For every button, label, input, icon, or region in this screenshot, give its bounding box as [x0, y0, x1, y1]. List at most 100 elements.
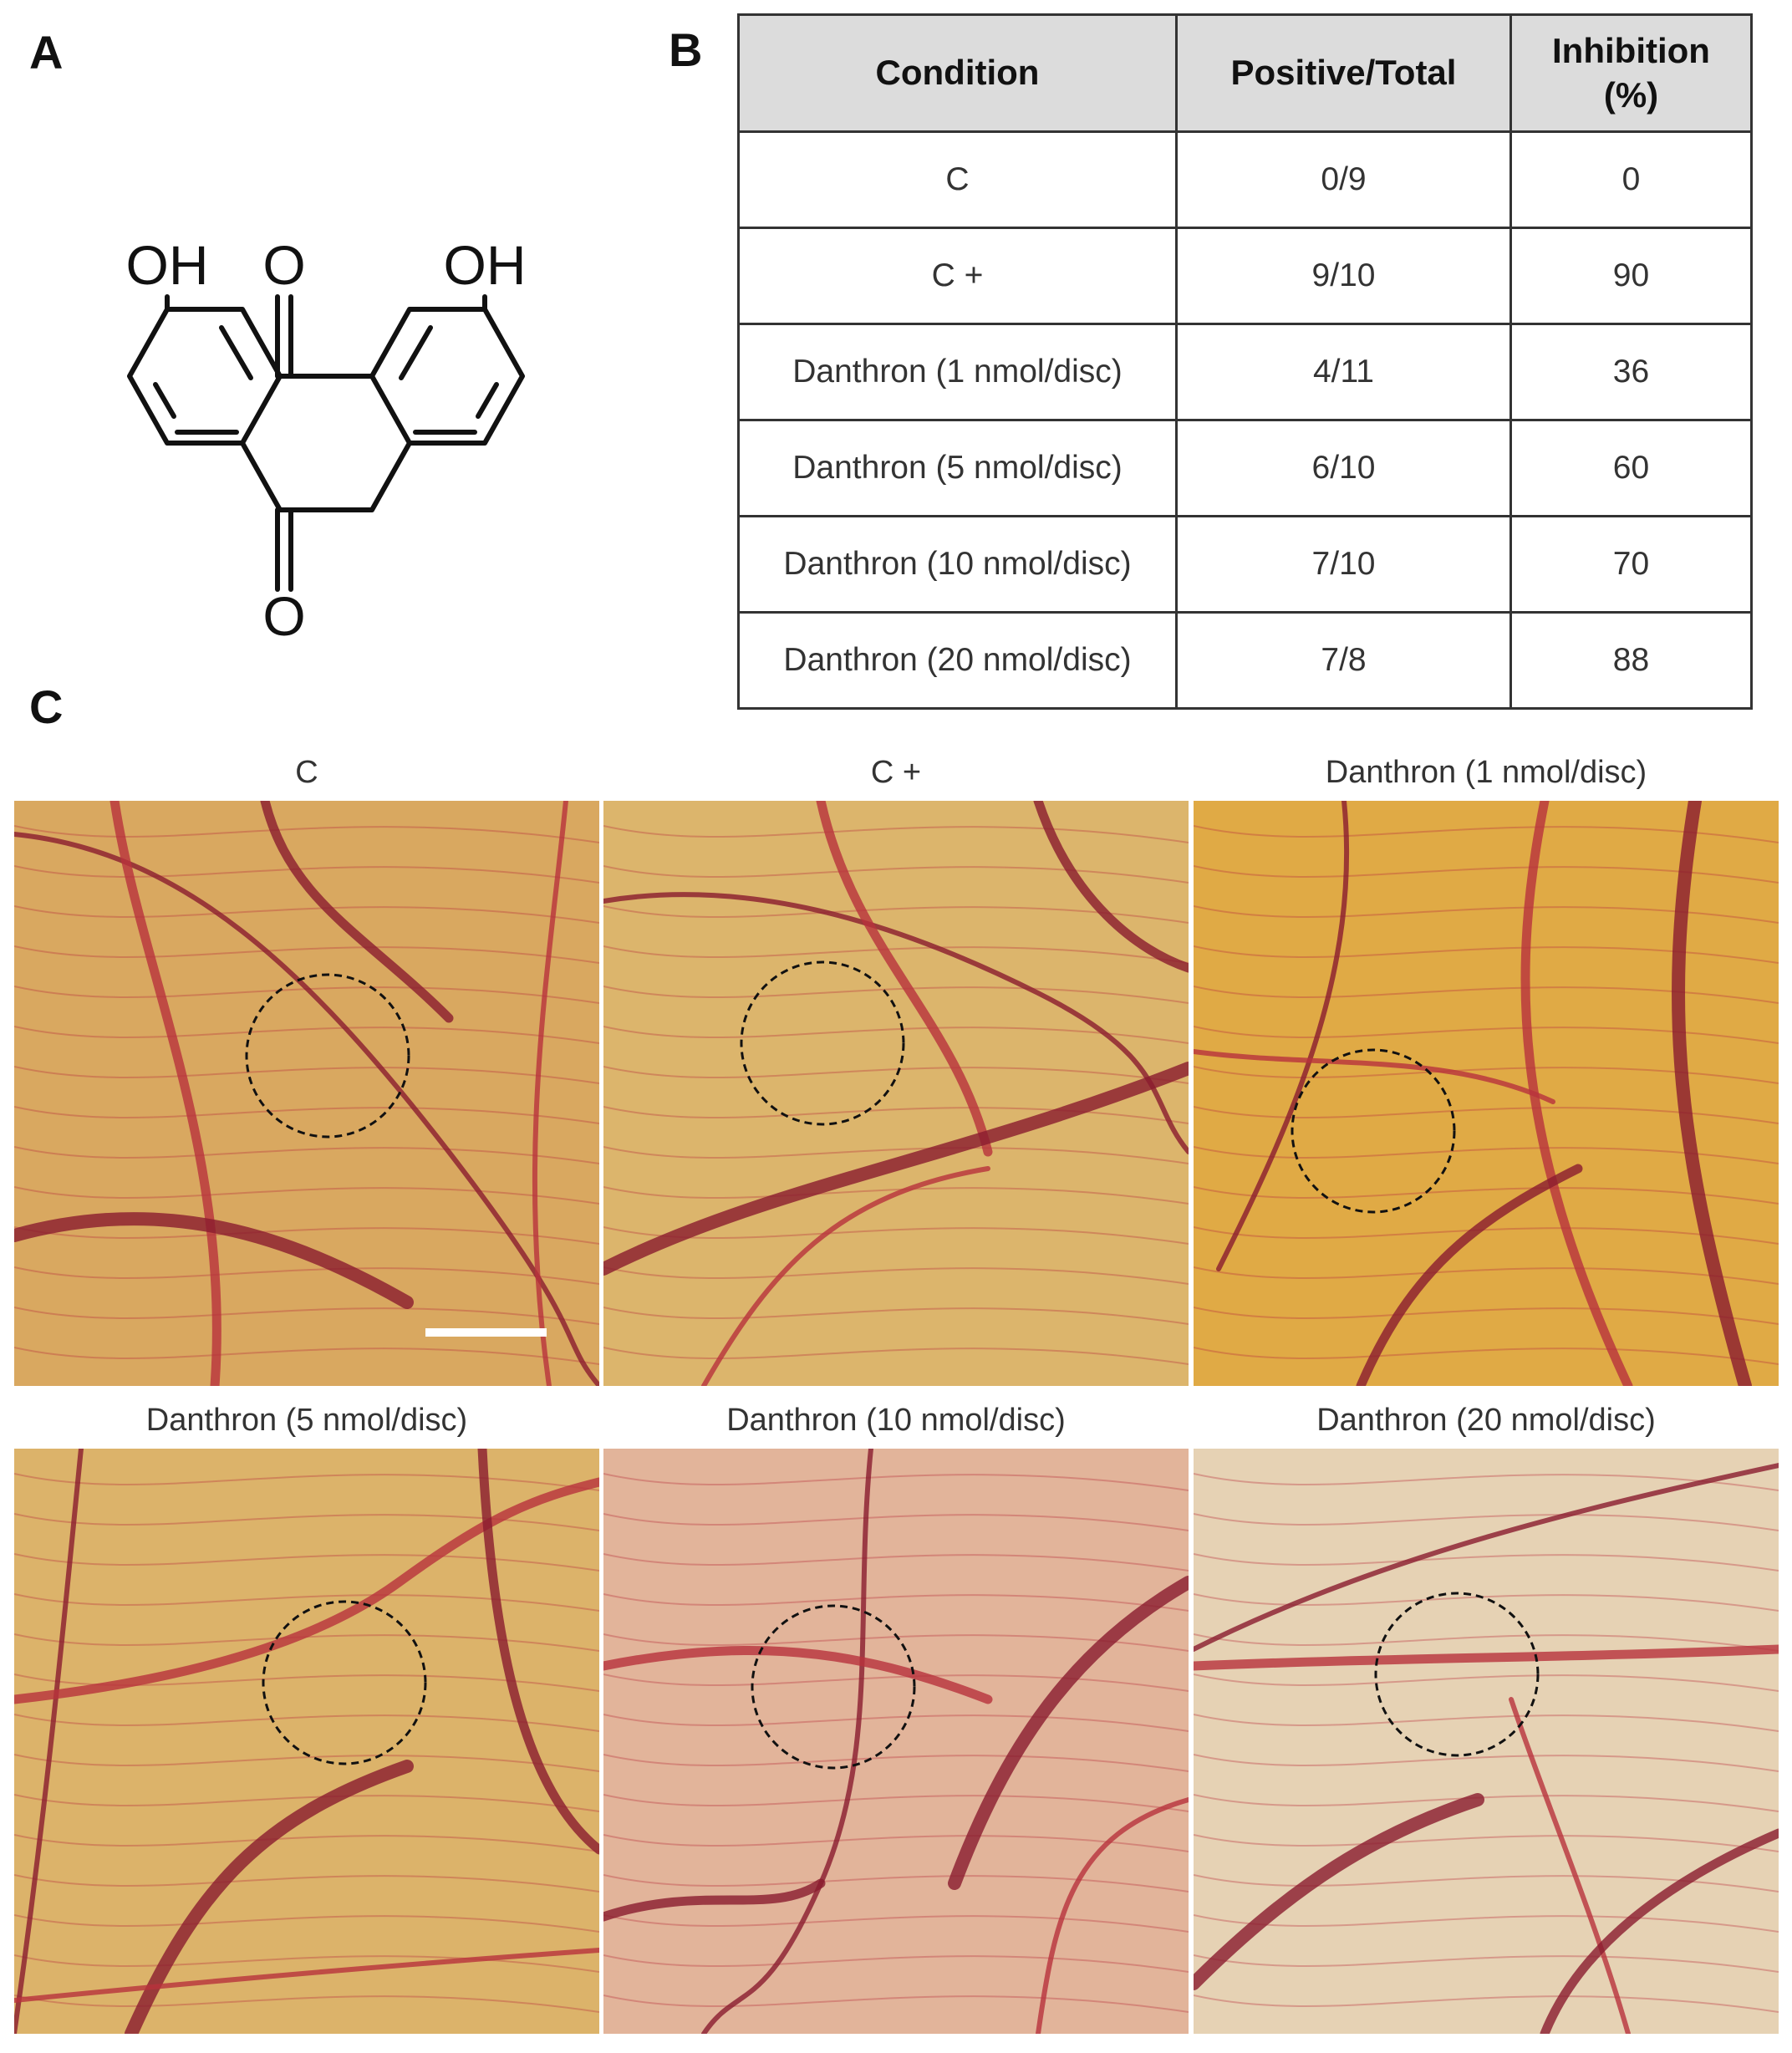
capillary — [14, 905, 599, 924]
capillary — [603, 905, 1189, 924]
capillary — [1194, 905, 1779, 924]
capillary — [603, 1066, 1189, 1084]
photo-title-danthron-1: Danthron (1 nmol/disc) — [1325, 755, 1647, 790]
capillary — [603, 1633, 1189, 1652]
cell-inhibition: 36 — [1509, 323, 1753, 421]
capillary — [603, 825, 1189, 843]
blood-vessel — [14, 1212, 414, 1309]
capillary — [1194, 1673, 1779, 1692]
blood-vessel — [948, 1576, 1189, 1890]
capillary — [1194, 1026, 1779, 1044]
capillary — [14, 1106, 599, 1124]
cell-positive-total: 6/10 — [1175, 419, 1512, 517]
panel-label-c: C — [29, 680, 64, 733]
capillary — [14, 1307, 599, 1325]
capillary — [14, 1874, 599, 1893]
capillary — [1194, 1834, 1779, 1852]
scale-bar — [425, 1328, 547, 1337]
capillary — [603, 1593, 1189, 1612]
photo-title-c: C — [295, 755, 318, 790]
cam-photo-drawing — [1194, 1449, 1779, 2034]
blood-vessel — [603, 892, 1189, 1154]
cell-inhibition: 90 — [1509, 227, 1753, 325]
capillary — [603, 1834, 1189, 1852]
blood-vessel — [1520, 801, 1633, 1386]
capillary — [1194, 1473, 1779, 1491]
cell-condition: Danthron (10 nmol/disc) — [737, 515, 1178, 614]
capillary — [603, 1266, 1189, 1285]
disc-outline — [1374, 1592, 1540, 1757]
capillary — [1194, 1994, 1779, 2013]
blood-vessel — [1509, 1697, 1631, 2034]
cam-photo-danthron-20 — [1194, 1449, 1779, 2034]
photo-title-danthron-10: Danthron (10 nmol/disc) — [726, 1403, 1066, 1438]
capillary — [1194, 1553, 1779, 1572]
table-row: Danthron (20 nmol/disc) 7/8 88 — [737, 611, 1753, 710]
capillary — [1194, 1714, 1779, 1732]
capillary — [1194, 1226, 1779, 1245]
cam-photo-c — [14, 801, 599, 1386]
header-positive-total: Positive/Total — [1175, 13, 1512, 133]
blood-vessel — [701, 1449, 873, 2034]
cell-positive-total: 7/8 — [1175, 611, 1512, 710]
capillary — [1194, 1954, 1779, 1973]
cam-photo-drawing — [14, 1449, 599, 2034]
danthron-structure: OH O OH O — [126, 234, 527, 644]
capillary — [603, 945, 1189, 964]
right-ring-double-bond-1 — [399, 325, 433, 380]
photo-title-danthron-20: Danthron (20 nmol/disc) — [1316, 1403, 1656, 1438]
blood-vessel — [1194, 1463, 1779, 1652]
cam-photo-drawing — [1194, 801, 1779, 1386]
capillary — [14, 1066, 599, 1084]
photo-background — [1194, 801, 1779, 1386]
cell-condition: C — [737, 130, 1178, 229]
blood-vessel — [1033, 801, 1189, 973]
photo-background — [1194, 1449, 1779, 2034]
blood-vessel — [603, 1878, 826, 1922]
capillary — [603, 1026, 1189, 1044]
blood-vessel — [603, 1645, 993, 1704]
capillary — [14, 1714, 599, 1732]
capillary — [603, 1914, 1189, 1933]
cell-inhibition: 60 — [1509, 419, 1753, 517]
blood-vessel — [701, 1166, 990, 1386]
blood-vessel — [14, 1477, 599, 1704]
blood-vessel — [260, 801, 454, 1023]
capillary — [14, 1794, 599, 1812]
capillary — [14, 986, 599, 1004]
left-ring-double-bond-2 — [153, 382, 176, 419]
cell-positive-total: 7/10 — [1175, 515, 1512, 614]
cam-photo-drawing — [603, 1449, 1189, 2034]
blood-vessel — [125, 1760, 414, 2034]
cell-positive-total: 9/10 — [1175, 227, 1512, 325]
capillary — [14, 1914, 599, 1933]
capillary — [14, 1593, 599, 1612]
panel-label-a: A — [29, 26, 64, 79]
capillary — [603, 1553, 1189, 1572]
blood-vessel — [1540, 1828, 1779, 2034]
cam-photo-danthron-1 — [1194, 801, 1779, 1386]
panel-label-b: B — [669, 23, 703, 76]
capillary — [603, 1714, 1189, 1732]
photo-background — [14, 1449, 599, 2034]
disc-outline — [751, 1604, 916, 1770]
blood-vessel — [1194, 1049, 1555, 1104]
capillary — [603, 1307, 1189, 1325]
capillary — [14, 945, 599, 964]
o-top-label: O — [262, 234, 305, 296]
capillary — [14, 1026, 599, 1044]
photo-title-danthron-5: Danthron (5 nmol/disc) — [145, 1403, 468, 1438]
capillary — [14, 1673, 599, 1692]
cell-inhibition: 88 — [1509, 611, 1753, 710]
table-header-row: Condition Positive/Total Inhibition (%) — [737, 13, 1753, 133]
capillary — [603, 1186, 1189, 1205]
capillary — [1194, 1307, 1779, 1325]
table-row: Danthron (5 nmol/disc) 6/10 60 — [737, 419, 1753, 517]
cell-condition: Danthron (1 nmol/disc) — [737, 323, 1178, 421]
capillary — [1194, 1513, 1779, 1531]
capillary — [14, 1347, 599, 1365]
capillary — [1194, 1593, 1779, 1612]
blood-vessel — [603, 1062, 1189, 1276]
header-inhibition-line1: Inhibition — [1552, 31, 1710, 70]
capillary — [603, 1473, 1189, 1491]
